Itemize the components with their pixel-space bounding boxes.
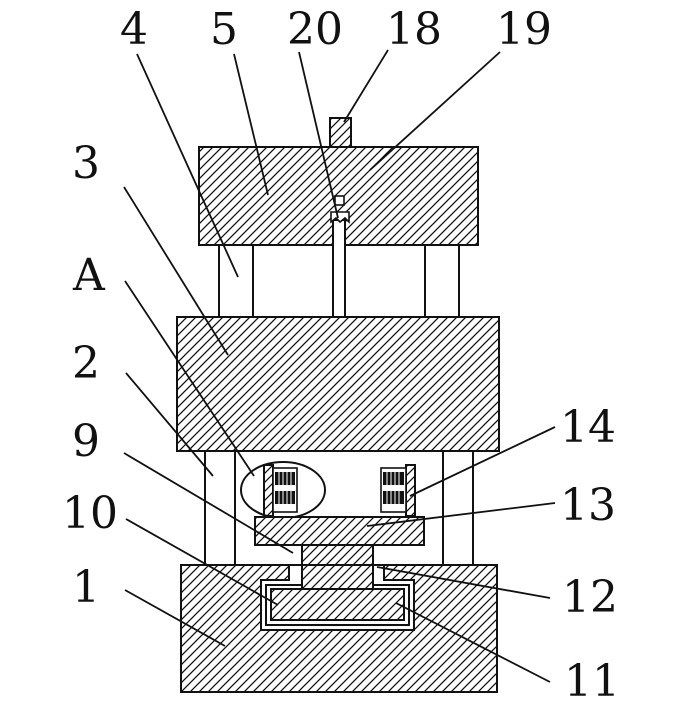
- middle-block: [176, 316, 500, 452]
- leader-9: [123, 452, 294, 554]
- label-4: 4: [120, 4, 148, 55]
- column-stem: [301, 564, 374, 592]
- leader-14: [409, 426, 556, 497]
- slider-block: [270, 588, 405, 621]
- clamp-left: [263, 464, 298, 517]
- label-11: 11: [564, 656, 620, 702]
- leader-18: [343, 49, 389, 123]
- nozzle: [330, 211, 350, 224]
- leader-10: [125, 518, 279, 606]
- push-rod: [332, 219, 346, 318]
- leader-19: [369, 51, 501, 171]
- upper-right-post: [424, 243, 460, 318]
- leader-5: [233, 53, 269, 196]
- work-plate: [254, 516, 425, 546]
- leader-2: [125, 372, 214, 477]
- label-20: 20: [287, 4, 343, 55]
- label-12: 12: [562, 572, 618, 623]
- label-13: 13: [560, 480, 616, 531]
- leader-11: [395, 602, 551, 683]
- label-14: 14: [560, 402, 616, 453]
- label-3: 3: [72, 138, 100, 189]
- label-10: 10: [62, 488, 118, 539]
- leader-13: [366, 502, 556, 527]
- clamp-right: [380, 464, 416, 517]
- nozzle-tip: [334, 195, 345, 206]
- label-19: 19: [496, 4, 552, 55]
- top-cap: [329, 117, 352, 149]
- leader-3: [123, 186, 229, 356]
- leader-1: [124, 589, 226, 647]
- label-5: 5: [210, 4, 238, 55]
- lower-left-post: [204, 449, 236, 567]
- label-2: 2: [72, 338, 100, 389]
- leader-12: [376, 566, 551, 599]
- leader-4: [136, 53, 239, 278]
- label-1: 1: [72, 562, 100, 613]
- leader-A: [124, 280, 255, 477]
- upper-left-post: [218, 243, 254, 318]
- label-A: A: [72, 250, 106, 301]
- leader-20: [298, 51, 339, 219]
- label-18: 18: [386, 4, 442, 55]
- label-9: 9: [72, 416, 100, 467]
